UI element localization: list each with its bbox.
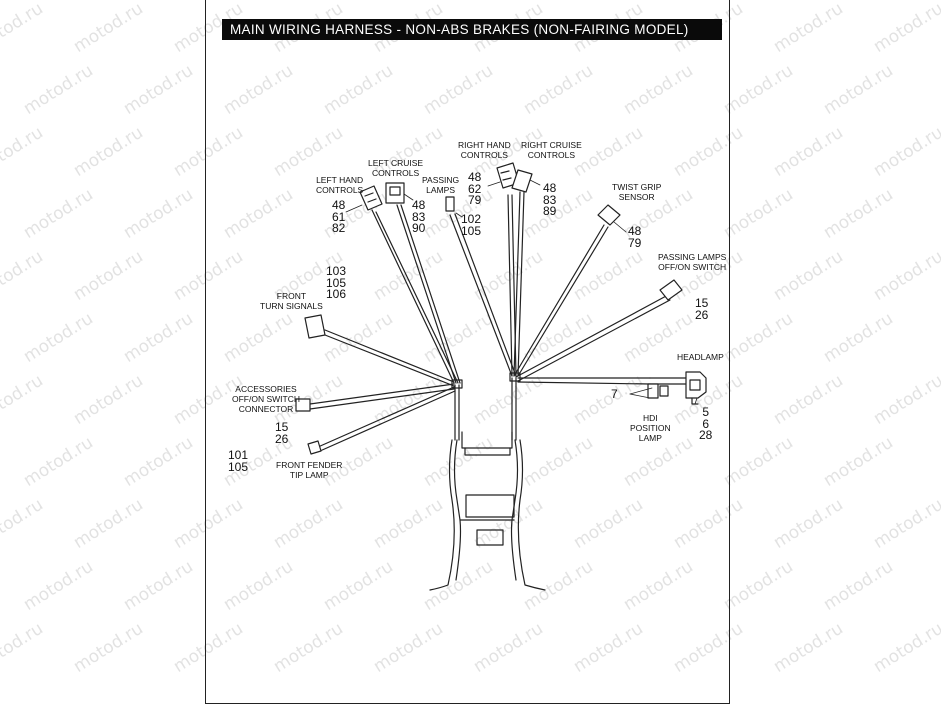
accessories-switch-refs: 15 26 <box>275 420 289 446</box>
right-cruise-controls-label: RIGHT CRUISE CONTROLS <box>521 140 582 160</box>
twist-grip-sensor-refs: 48 79 <box>628 224 642 250</box>
hdi-position-lamp-label: HDI POSITION LAMP <box>630 413 671 443</box>
right-hand-controls-label: RIGHT HAND CONTROLS <box>458 140 511 160</box>
passing-lamps-switch-refs: 15 26 <box>695 296 709 322</box>
trunk-wires <box>451 372 521 441</box>
passing-lamps-switch-label: PASSING LAMPS OFF/ON SWITCH <box>658 252 727 272</box>
headlamp-refs: 5 6 28 <box>699 405 713 442</box>
right-cruise-controls-refs: 48 83 89 <box>543 181 557 218</box>
left-hand-controls-label: LEFT HAND CONTROLS <box>316 175 364 195</box>
left-junction-wires <box>309 204 461 452</box>
accessories-switch-label: ACCESSORIES OFF/ON SWITCH CONNECTOR <box>232 384 300 414</box>
body-outline <box>429 431 546 591</box>
diagram-title: MAIN WIRING HARNESS - NON-ABS BRAKES (NO… <box>222 19 722 40</box>
connectors <box>295 162 707 455</box>
front-fender-tip-lamp-refs: 101 105 <box>228 448 249 474</box>
left-cruise-controls-refs: 48 83 90 <box>412 198 426 235</box>
leader-lines <box>345 179 698 405</box>
left-hand-controls-refs: 48 61 82 <box>332 198 346 235</box>
front-turn-signals-refs: 103 105 106 <box>326 264 347 301</box>
front-fender-tip-lamp-label: FRONT FENDER TIP LAMP <box>276 460 343 480</box>
right-hand-controls-refs: 48 62 79 <box>468 170 482 207</box>
diagram-frame <box>205 0 730 704</box>
left-cruise-controls-label: LEFT CRUISE CONTROLS <box>368 158 424 178</box>
passing-lamps-label: PASSING LAMPS <box>422 175 460 195</box>
right-junction-wires <box>449 191 687 385</box>
hdi-position-lamp-refs: 7 <box>611 387 618 401</box>
twist-grip-sensor-label: TWIST GRIP SENSOR <box>612 182 662 202</box>
front-turn-signals-label: FRONT TURN SIGNALS <box>260 291 323 311</box>
passing-lamps-refs: 102 105 <box>461 212 482 238</box>
headlamp-label: HEADLAMP <box>677 352 724 362</box>
